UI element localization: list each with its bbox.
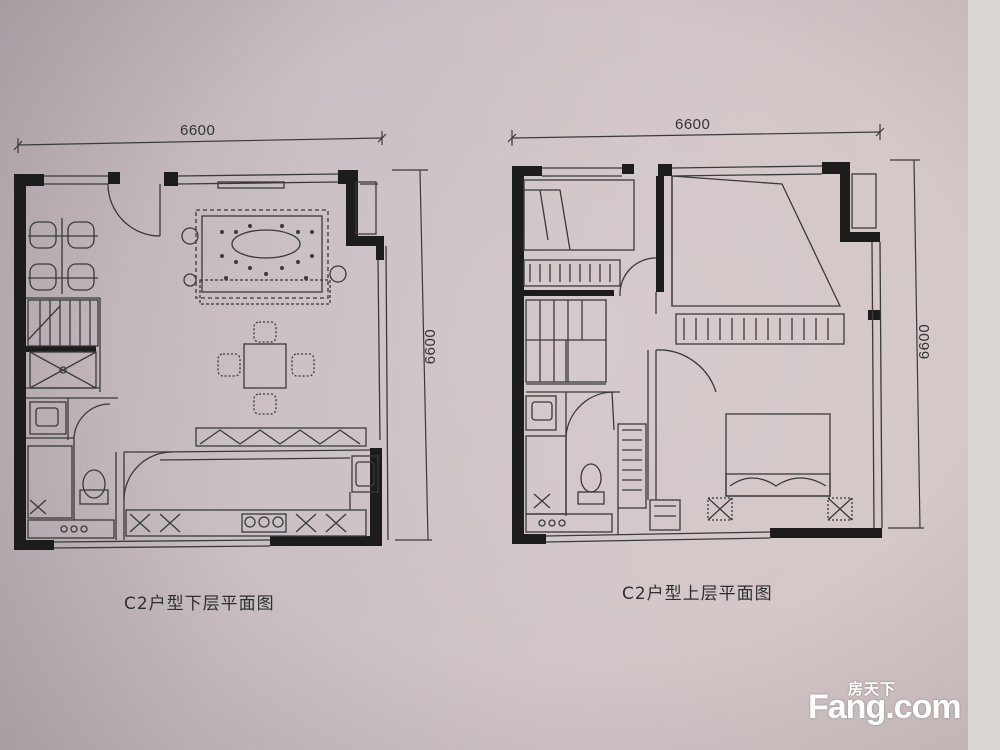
upper-walls — [512, 162, 882, 544]
lower-depth-dimension: 6600 — [422, 328, 440, 365]
upper-width-dimension: 6600 — [675, 116, 711, 133]
upper-plan-caption: C2户型上层平面图 — [622, 584, 773, 604]
fang-watermark: 房天下 Fang.com — [808, 678, 988, 730]
lower-width-dimension: 6600 — [180, 122, 216, 139]
page-edge — [968, 0, 1000, 750]
upper-depth-dimension: 6600 — [916, 323, 934, 360]
lower-walls — [14, 170, 384, 550]
watermark-chinese: 房天下 — [848, 680, 897, 698]
lower-plan-caption: C2户型下层平面图 — [124, 594, 275, 614]
watermark-english: Fang.com — [808, 688, 962, 726]
